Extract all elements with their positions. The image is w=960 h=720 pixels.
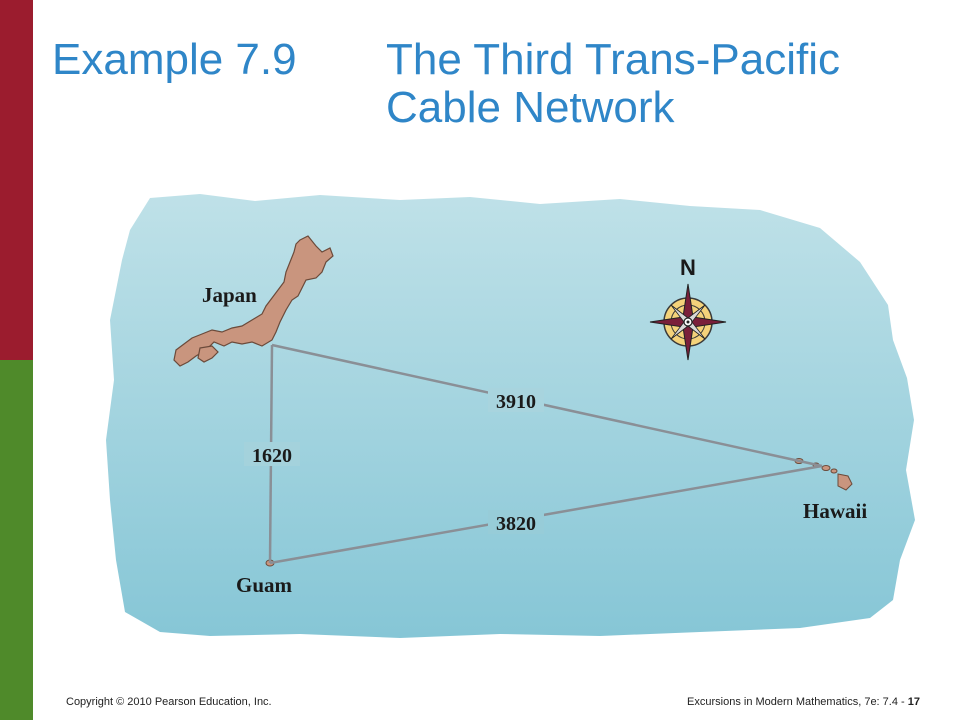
distance-label-japan-guam: 1620 <box>252 445 292 467</box>
label-bg-3820 <box>488 510 544 534</box>
city-label-japan: Japan <box>202 283 257 307</box>
distance-label-guam-hawaii: 3820 <box>496 513 536 535</box>
slide-title-line-1: The Third Trans-Pacific <box>386 35 841 84</box>
city-label-hawaii: Hawaii <box>803 499 867 523</box>
side-bar-green <box>0 360 33 720</box>
footer-page-number: 17 <box>907 696 920 708</box>
cable-japan-hawaii <box>271 343 823 468</box>
label-bg-3910 <box>488 388 544 412</box>
cable-guam-hawaii <box>269 464 823 565</box>
label-bg-1620 <box>244 442 300 466</box>
ocean-background <box>106 194 915 638</box>
example-number: Example 7.9 <box>52 35 297 84</box>
compass-north-label: N <box>680 255 696 280</box>
footer-copyright: Copyright © 2010 Pearson Education, Inc. <box>66 696 272 708</box>
footer-citation: Excursions in Modern Mathematics, 7e: 7.… <box>687 696 920 708</box>
slide-title: The Third Trans-Pacific Cable Network <box>386 36 926 132</box>
japan-island-south <box>197 345 219 363</box>
distance-label-japan-hawaii: 3910 <box>496 391 536 413</box>
city-label-guam: Guam <box>236 573 293 597</box>
hawaii-islands <box>794 458 853 491</box>
compass-rose-icon <box>649 283 727 361</box>
side-bar-red <box>0 0 33 360</box>
slide-title-line-2: Cable Network <box>386 83 675 132</box>
footer-book-title: Excursions in Modern Mathematics, 7e: 7.… <box>687 696 908 708</box>
